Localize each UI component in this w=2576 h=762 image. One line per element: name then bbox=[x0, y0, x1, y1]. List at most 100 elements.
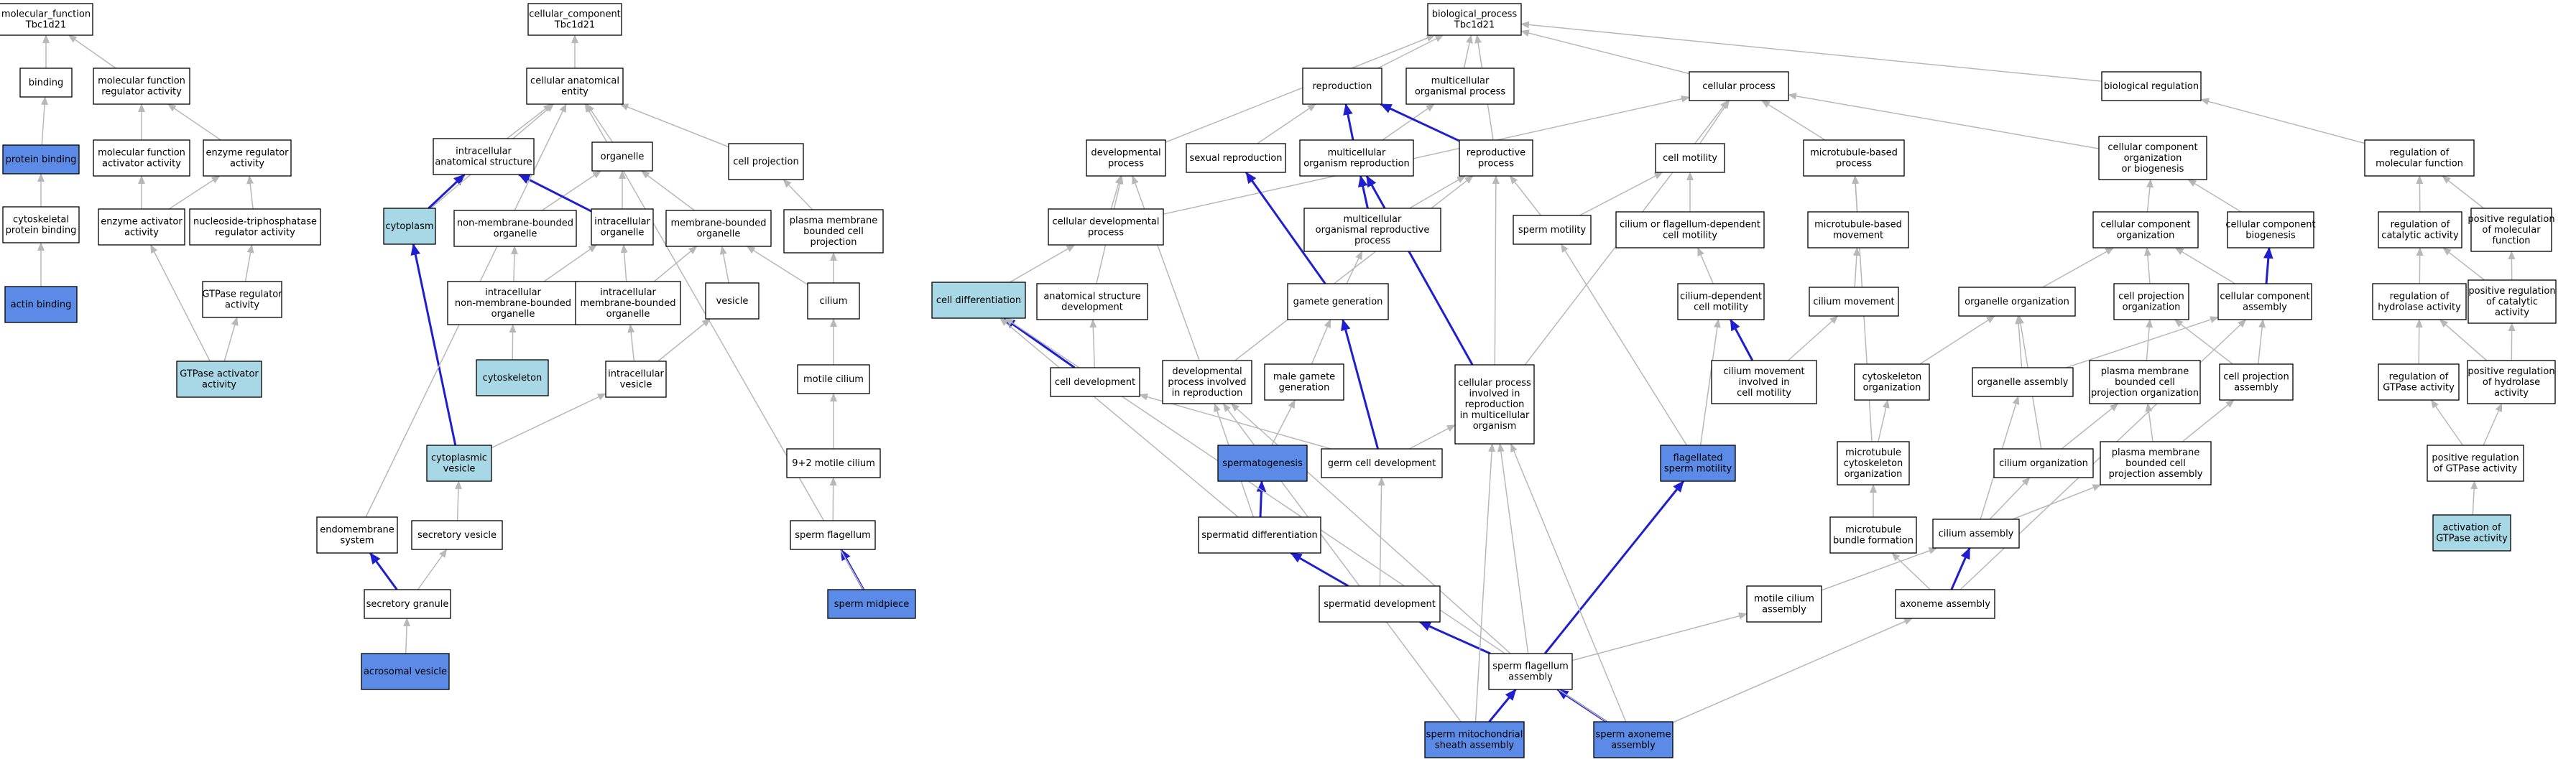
node-spermatogenesis[interactable]: spermatogenesis bbox=[1217, 445, 1308, 482]
node-spmot[interactable]: sperm motility bbox=[1513, 215, 1592, 245]
node-organelle[interactable]: organelle bbox=[591, 141, 653, 172]
node-gamgen[interactable]: gamete generation bbox=[1287, 283, 1389, 320]
node-acro[interactable]: acrosomal vesicle bbox=[361, 653, 450, 690]
node-cellproj[interactable]: cell projection bbox=[728, 143, 804, 180]
node-spmid[interactable]: sperm midpiece bbox=[827, 589, 916, 619]
node-secgran[interactable]: secretory granule bbox=[364, 589, 451, 619]
node-box bbox=[1655, 143, 1725, 173]
node-repro[interactable]: reproduction bbox=[1302, 68, 1382, 105]
node-cilasm[interactable]: cilium assembly bbox=[1932, 519, 2020, 549]
node-cilorg[interactable]: cilium organization bbox=[1993, 448, 2094, 478]
node-cellproc[interactable]: cellular process bbox=[1689, 71, 1789, 101]
node-bioreg[interactable]: biological regulation bbox=[2101, 71, 2202, 101]
node-germdev[interactable]: germ cell development bbox=[1321, 448, 1443, 478]
node-spflag[interactable]: sperm flagellum bbox=[790, 520, 876, 550]
node-axasm[interactable]: axoneme assembly bbox=[1895, 589, 1995, 619]
node-cilium[interactable]: cilium bbox=[807, 282, 860, 320]
node-orgasm[interactable]: organelle assembly bbox=[1972, 367, 2074, 397]
node-vesicle[interactable]: vesicle bbox=[705, 282, 760, 320]
node-cytoskeleton[interactable]: cytoskeleton bbox=[476, 359, 549, 396]
node-cilmov[interactable]: cilium movement bbox=[1809, 287, 1899, 317]
node-ninetwo[interactable]: 9+2 motile cilium bbox=[786, 448, 881, 478]
node-celldiff[interactable]: cell differentiation bbox=[931, 282, 1026, 319]
node-cytoplasm[interactable]: cytoplasm bbox=[383, 208, 436, 245]
node-celldev[interactable]: cell development bbox=[1050, 367, 1140, 397]
node-actin[interactable]: actin binding bbox=[4, 286, 78, 323]
node-protbind[interactable]: protein binding bbox=[2, 144, 80, 175]
node-cellmot[interactable]: cell motility bbox=[1655, 143, 1725, 173]
edge-cellmot-to-cellproc bbox=[1699, 100, 1730, 144]
edge-ntpreg-to-enzreg bbox=[246, 175, 254, 210]
node-motcil[interactable]: motile cilium bbox=[797, 364, 870, 394]
node-secves[interactable]: secretory vesicle bbox=[411, 520, 503, 550]
node-spdev[interactable]: spermatid development bbox=[1319, 585, 1441, 623]
node-orgorg[interactable]: organelle organization bbox=[1958, 287, 2076, 317]
node-spdiff[interactable]: spermatid differentiation bbox=[1198, 516, 1321, 554]
node-binding[interactable]: binding bbox=[19, 68, 73, 98]
node-sexrep[interactable]: sexual reproduction bbox=[1186, 143, 1286, 173]
